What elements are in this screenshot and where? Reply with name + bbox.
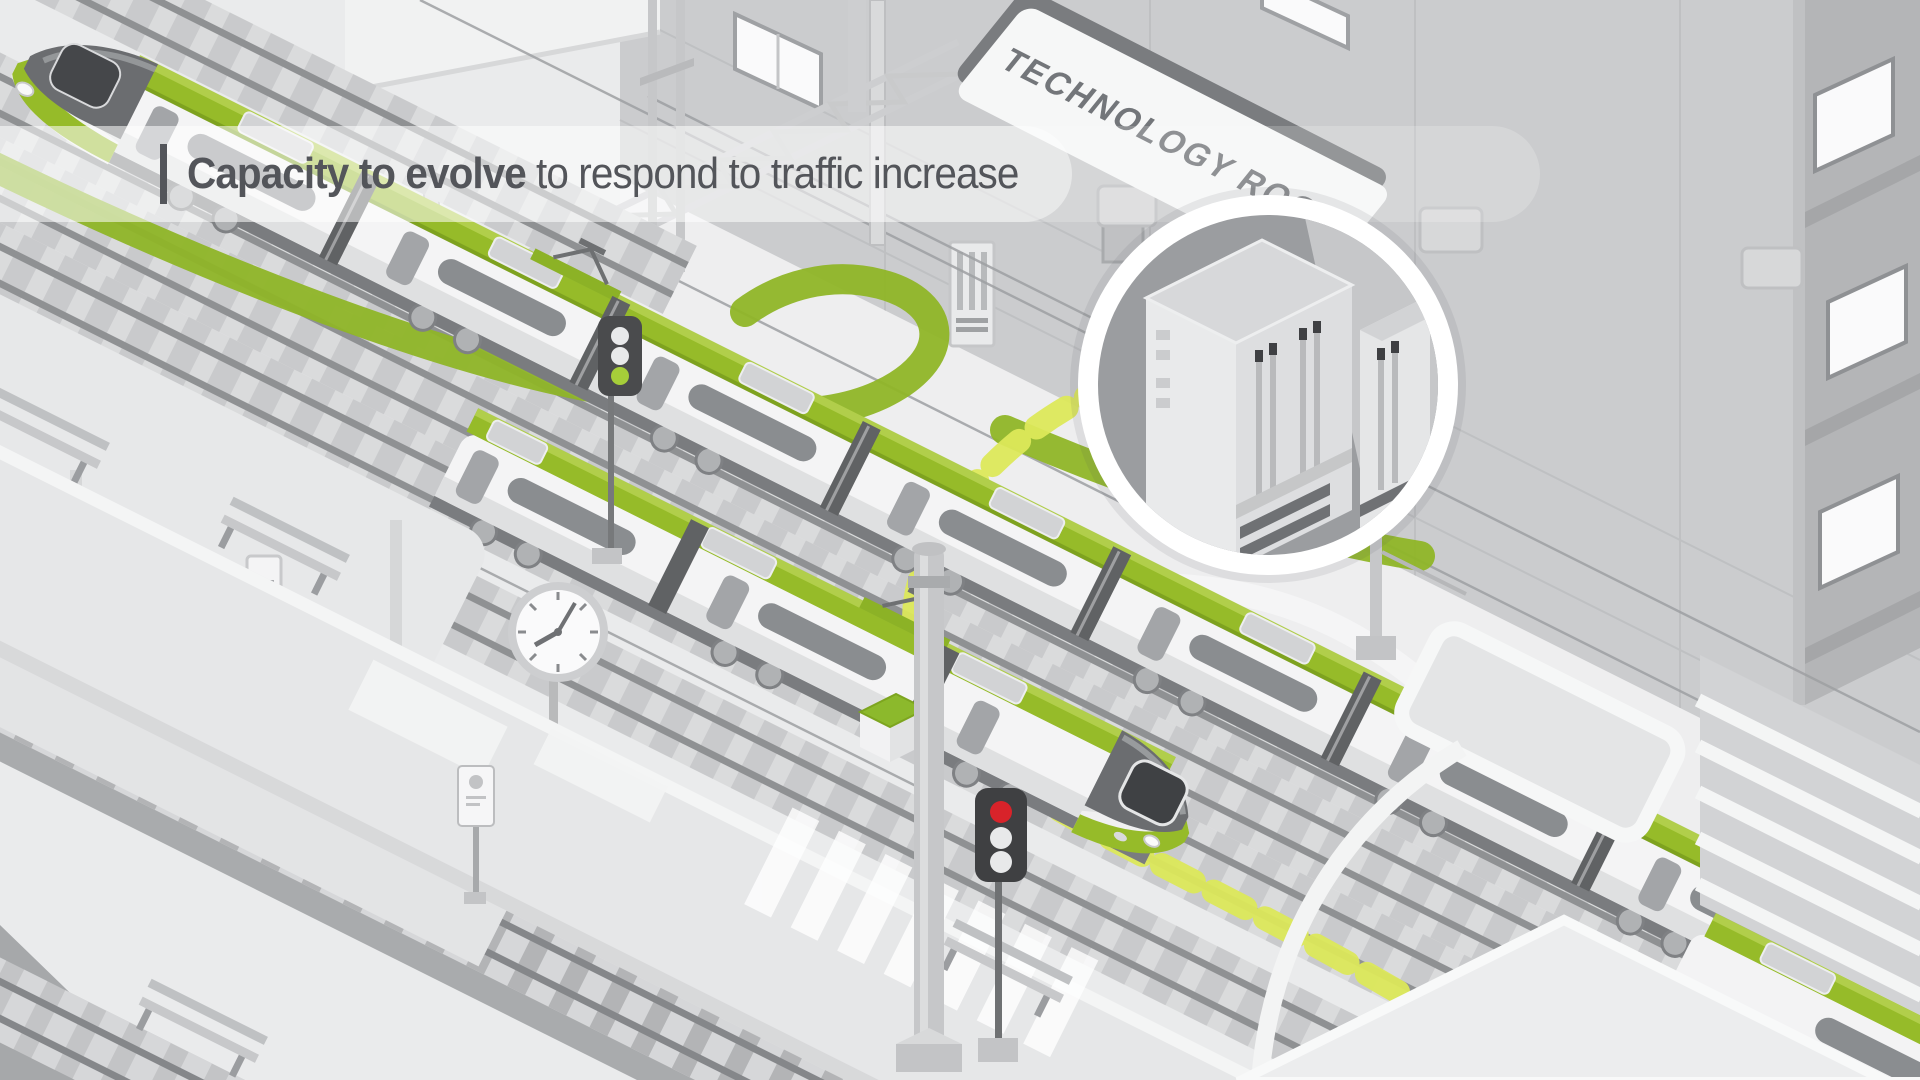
catenary-mast-pair: [640, 0, 866, 272]
train-middle: [428, 408, 1190, 865]
signal-light-green: [611, 367, 629, 385]
banner-title-bold: Capacity to evolve: [187, 149, 527, 198]
banner-separator-bar: [160, 144, 167, 204]
bench: [0, 384, 110, 484]
blank-sign-board: [1394, 621, 1686, 843]
catenary-mast-large: [896, 542, 962, 1072]
signal-light-red: [990, 801, 1012, 823]
tower-windows: [1813, 55, 1908, 592]
traffic-signal-green: [592, 316, 642, 564]
track-corner: [0, 831, 1001, 1080]
track-1: [0, 0, 697, 314]
right-canopy: [1235, 621, 1920, 1080]
low-roof-structure: [345, 0, 660, 92]
pantograph: [530, 237, 622, 303]
bench: [217, 496, 350, 596]
train-upper-nose: [11, 42, 159, 165]
banner-title-rest: to respond to traffic increase: [536, 149, 1019, 198]
train-middle-nose: [1071, 730, 1190, 854]
traffic-signal-red: [975, 788, 1027, 1062]
bench: [135, 978, 268, 1078]
info-sign: [457, 765, 495, 904]
bench: [940, 918, 1073, 1018]
